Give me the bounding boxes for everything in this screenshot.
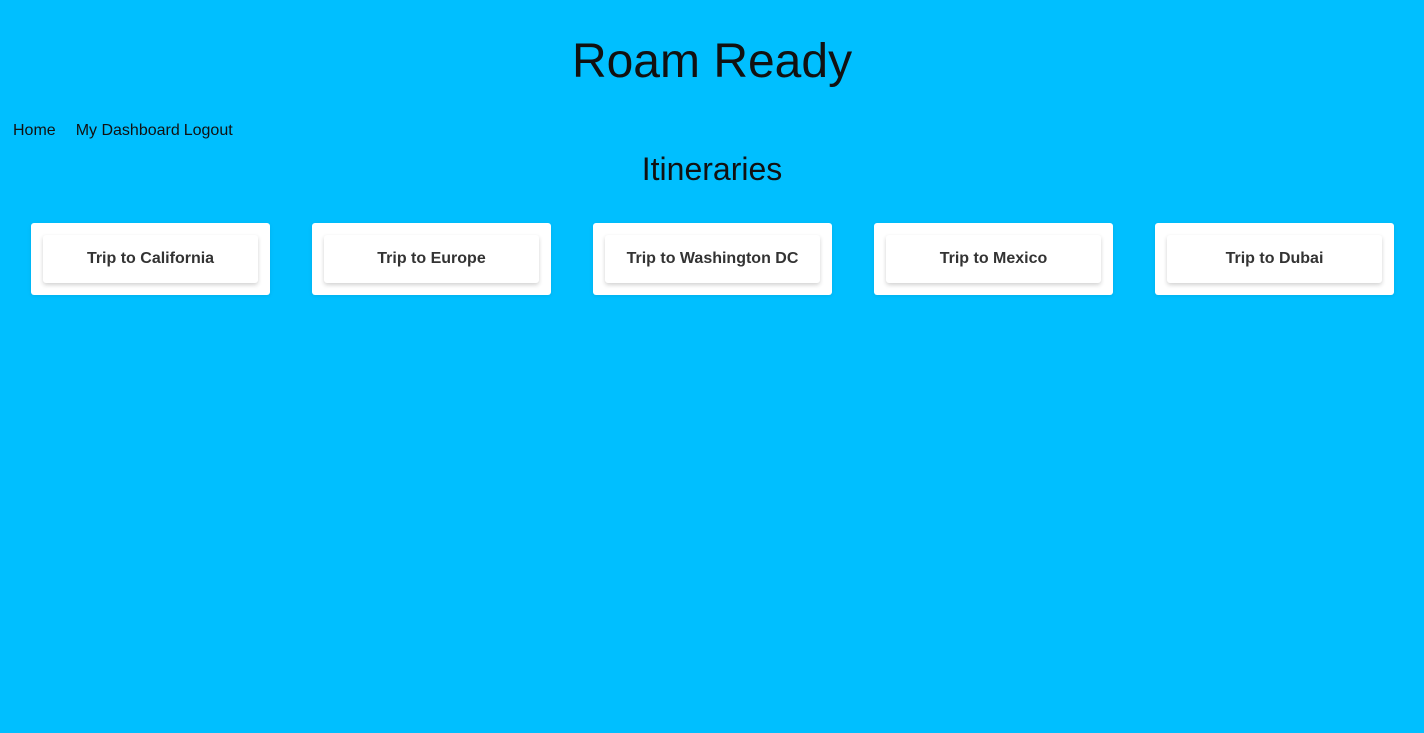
itinerary-button-california[interactable]: Trip to California bbox=[43, 235, 258, 283]
itinerary-list: Trip to California Trip to Europe Trip t… bbox=[31, 223, 1394, 295]
itinerary-button-dubai[interactable]: Trip to Dubai bbox=[1167, 235, 1382, 283]
itinerary-card: Trip to Europe bbox=[312, 223, 551, 295]
itinerary-card: Trip to California bbox=[31, 223, 270, 295]
nav-dashboard-link[interactable]: My Dashboard bbox=[75, 122, 180, 139]
itinerary-button-europe[interactable]: Trip to Europe bbox=[324, 235, 539, 283]
itinerary-title: Trip to Dubai bbox=[1225, 250, 1324, 267]
site-title: Roam Ready bbox=[571, 35, 853, 88]
itinerary-title: Trip to Washington DC bbox=[626, 250, 799, 267]
main-nav: Home My Dashboard Logout bbox=[13, 121, 233, 141]
nav-logout-link[interactable]: Logout bbox=[183, 122, 233, 139]
itinerary-card: Trip to Washington DC bbox=[593, 223, 832, 295]
itinerary-card: Trip to Dubai bbox=[1155, 223, 1394, 295]
itinerary-button-washington-dc[interactable]: Trip to Washington DC bbox=[605, 235, 820, 283]
nav-home-link[interactable]: Home bbox=[13, 122, 56, 139]
itinerary-title: Trip to Mexico bbox=[939, 250, 1048, 267]
itinerary-title: Trip to Europe bbox=[377, 250, 486, 267]
itinerary-button-mexico[interactable]: Trip to Mexico bbox=[886, 235, 1101, 283]
itinerary-title: Trip to California bbox=[86, 250, 215, 267]
itineraries-heading: Itineraries bbox=[641, 151, 783, 187]
itinerary-card: Trip to Mexico bbox=[874, 223, 1113, 295]
